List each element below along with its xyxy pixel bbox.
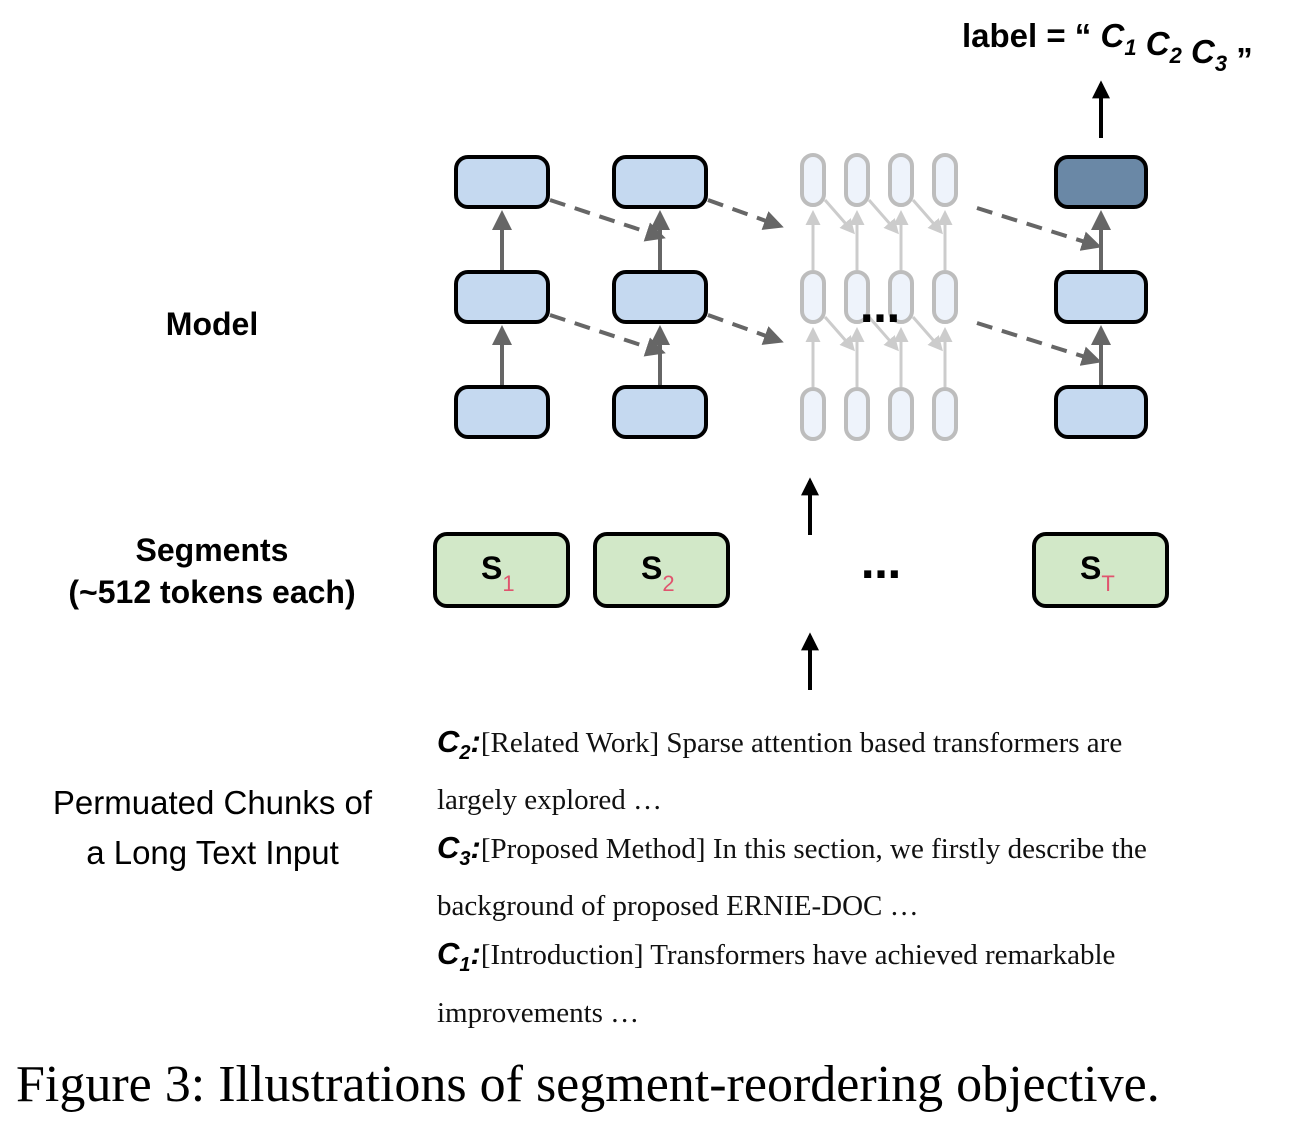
- chunk-c2-line1: C2:[Related Work] Sparse attention based…: [437, 724, 1123, 765]
- segments-row-label: Segments (~512 tokens each): [32, 529, 392, 613]
- model-block: [454, 270, 550, 324]
- segment-st: ST: [1032, 532, 1169, 608]
- model-column-last: [1054, 155, 1148, 439]
- svg-text:ST: ST: [1080, 550, 1115, 596]
- segments-label-line1: Segments: [135, 532, 289, 568]
- model-block: [612, 270, 708, 324]
- model-block-output: [1054, 155, 1148, 209]
- model-block: [612, 385, 708, 439]
- chunk-tag: C3:: [437, 830, 481, 871]
- svg-text:S2: S2: [641, 550, 675, 596]
- output-label: label = “ C1 C2 C3 ”: [962, 17, 1253, 78]
- model-block: [1054, 270, 1148, 324]
- chunk-c2-line2: largely explored …: [437, 784, 662, 817]
- segment-s2: S2: [593, 532, 730, 608]
- svg-text:S1: S1: [481, 550, 515, 596]
- chunk-c1-line1: C1:[Introduction] Transformers have achi…: [437, 936, 1116, 977]
- model-column-1: [454, 155, 550, 439]
- segments-ellipsis: …: [861, 542, 901, 588]
- segment-s1: S1: [433, 532, 570, 608]
- model-block: [454, 385, 550, 439]
- chunks-label-line2: a Long Text Input: [86, 833, 339, 871]
- permuted-chunks: C2:[Related Work] Sparse attention based…: [437, 718, 1277, 1037]
- model-block: [454, 155, 550, 209]
- chunk-c1-line2: improvements …: [437, 996, 640, 1029]
- model-block: [612, 155, 708, 209]
- recurrence-arrow: [707, 198, 784, 230]
- chunk-c3-line2: background of proposed ERNIE-DOC …: [437, 890, 919, 923]
- chunk-tag: C1:: [437, 936, 481, 977]
- model-column-2: [612, 155, 708, 439]
- recurrence-arrow: [976, 206, 1102, 251]
- recurrence-arrow: [976, 321, 1102, 366]
- recurrence-arrow: [549, 198, 666, 242]
- chunk-tag: C2:: [437, 724, 481, 765]
- model-ellipsis: …: [860, 286, 900, 332]
- figure-caption: Figure 3: Illustrations of segment-reord…: [16, 1056, 1160, 1113]
- chunks-row-label: Permuated Chunks of a Long Text Input: [10, 778, 415, 877]
- model-block: [1054, 385, 1148, 439]
- chunks-label-line1: Permuated Chunks of: [52, 784, 373, 821]
- recurrence-arrow: [707, 313, 784, 345]
- model-row-label: Model: [165, 306, 259, 342]
- faded-intermediate-columns: [800, 153, 958, 441]
- recurrence-arrow: [549, 313, 666, 357]
- segments-label-line2: (~512 tokens each): [68, 574, 356, 611]
- chunk-c3-line1: C3:[Proposed Method] In this section, we…: [437, 830, 1147, 871]
